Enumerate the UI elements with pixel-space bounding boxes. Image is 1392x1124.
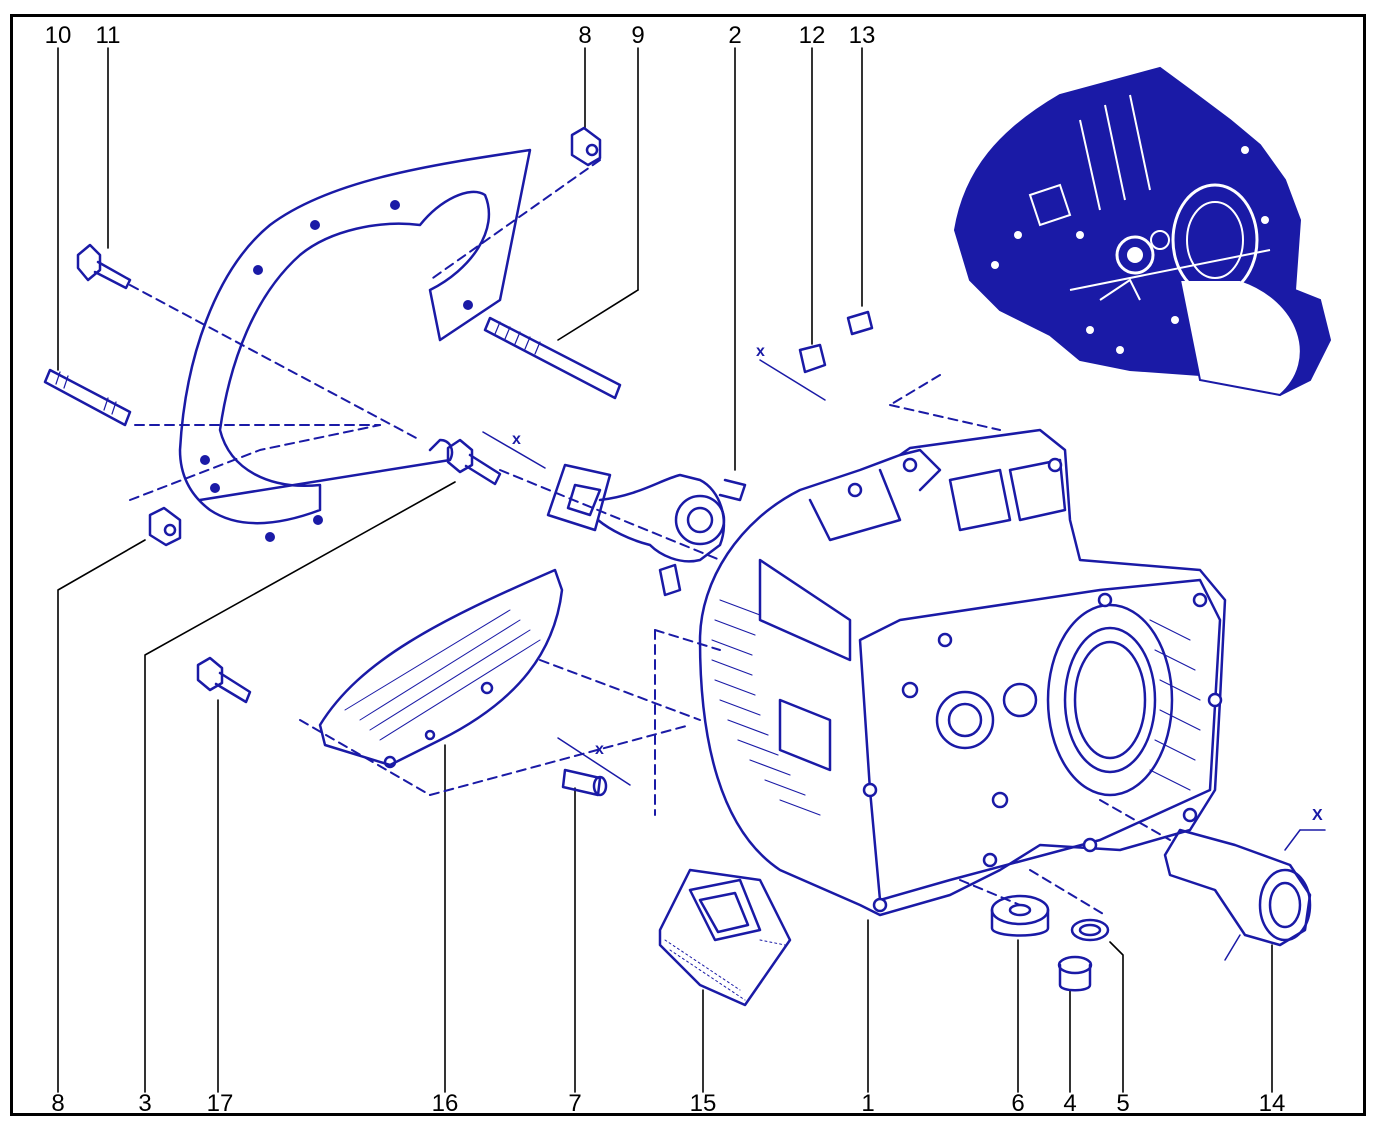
bolt-11 xyxy=(76,243,132,290)
callout-3: 3 xyxy=(138,1090,152,1117)
callout-11: 11 xyxy=(95,22,121,49)
stud-10 xyxy=(43,368,132,427)
nut-8-top xyxy=(570,126,602,167)
callout-16: 16 xyxy=(431,1090,459,1117)
leader-lines xyxy=(57,47,1273,1093)
dowel-12 xyxy=(798,343,827,374)
release-bearing-2 xyxy=(546,463,747,597)
gasket-plate xyxy=(178,148,532,525)
callout-5: 5 xyxy=(1116,1090,1130,1117)
callout-1: 1 xyxy=(861,1090,875,1117)
dimension-mark-2: x xyxy=(512,431,521,448)
diagram-frame xyxy=(10,14,1366,1116)
dimension-mark-7: x xyxy=(595,741,604,758)
assembled-gearbox xyxy=(953,66,1332,397)
callout-2: 2 xyxy=(728,22,742,49)
callout-4: 4 xyxy=(1063,1090,1077,1117)
callout-8-bottom: 8 xyxy=(51,1090,65,1117)
breather-13 xyxy=(846,310,874,336)
seal-6 xyxy=(990,894,1050,937)
plug-4 xyxy=(1057,955,1093,992)
bolt-3 xyxy=(446,438,502,486)
callout-10: 10 xyxy=(44,22,72,49)
callout-14: 14 xyxy=(1258,1090,1286,1117)
gasket-strap xyxy=(198,438,454,502)
callout-13: 13 xyxy=(848,22,876,49)
clutch-housing-1 xyxy=(698,428,1227,917)
bolt-17 xyxy=(196,656,252,704)
callout-9: 9 xyxy=(631,22,645,49)
callout-12: 12 xyxy=(798,22,826,49)
nut-8-bottom xyxy=(148,506,182,547)
washer-5 xyxy=(1070,918,1110,942)
callout-6: 6 xyxy=(1011,1090,1025,1117)
dimension-mark-14: X xyxy=(1312,807,1323,824)
boot-15 xyxy=(658,868,792,1007)
callout-7: 7 xyxy=(568,1090,582,1117)
cover-16 xyxy=(318,568,564,769)
callout-15: 15 xyxy=(689,1090,717,1117)
sleeve-7 xyxy=(561,768,608,797)
callout-17: 17 xyxy=(206,1090,234,1117)
stud-9 xyxy=(483,316,622,400)
dimension-mark-12: x xyxy=(756,343,765,360)
callout-8-top: 8 xyxy=(578,22,592,49)
guide-14 xyxy=(1163,828,1312,947)
dimension-arrows xyxy=(482,359,1326,961)
